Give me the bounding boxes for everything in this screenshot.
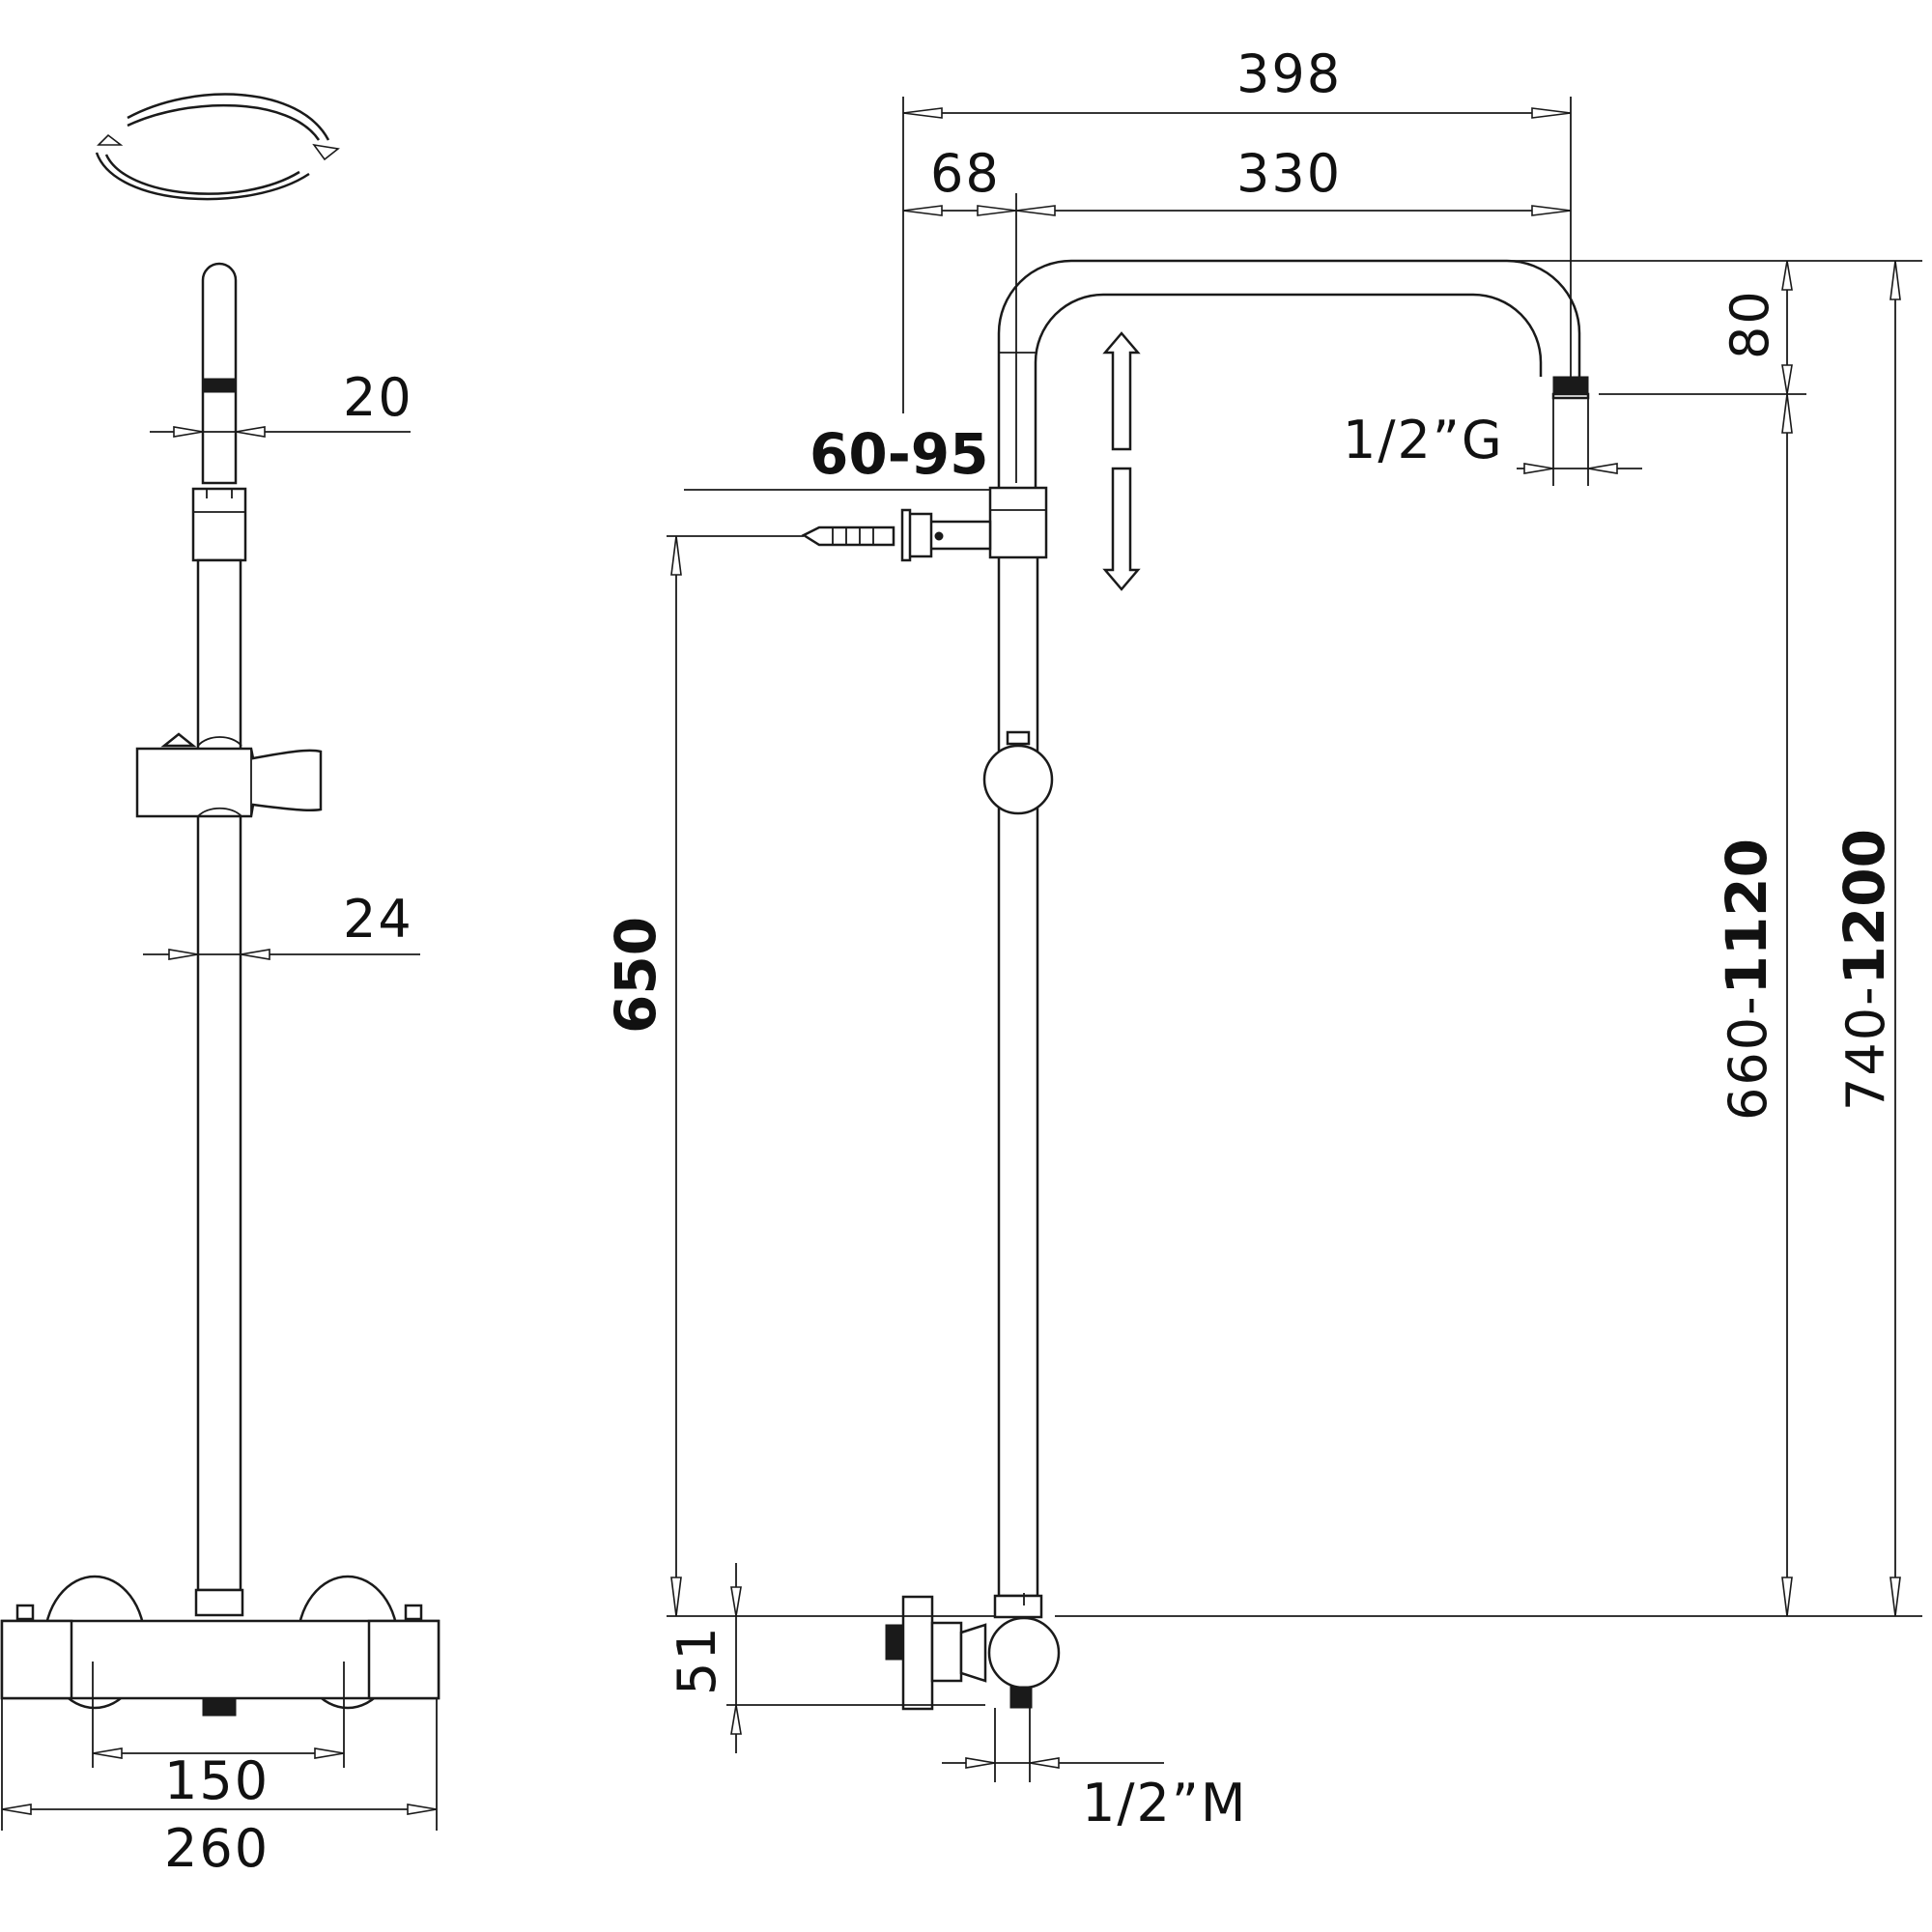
dim-330-label: 330 bbox=[1236, 143, 1342, 204]
dim-260-label: 260 bbox=[164, 1818, 270, 1879]
side-view: 398 68 330 80 1/ bbox=[603, 43, 1922, 1833]
dim-740-1200-label: 740-1200 bbox=[1832, 829, 1897, 1111]
dim-20: 20 bbox=[150, 367, 413, 438]
dim-660-prefix: 660- bbox=[1718, 994, 1778, 1121]
wall-bracket bbox=[801, 508, 992, 562]
height-adjust-arrow-icon bbox=[1102, 331, 1141, 591]
hand-shower-top bbox=[201, 262, 238, 485]
dim-740-prefix: 740- bbox=[1835, 984, 1896, 1111]
dim-outlet-thread-label: 1/2”G bbox=[1343, 410, 1504, 470]
dim-660-1120-label: 660-1120 bbox=[1714, 838, 1779, 1121]
upper-connector bbox=[191, 487, 247, 562]
dim-24: 24 bbox=[143, 889, 420, 960]
dim-740-1200: 740-1200 bbox=[1832, 260, 1901, 1617]
dim-51: 51 bbox=[667, 1563, 985, 1753]
dim-68-330: 68 330 bbox=[902, 143, 1572, 483]
dim-260: 260 bbox=[1, 1698, 438, 1879]
dim-150: 150 bbox=[92, 1747, 345, 1811]
riser-bar-side bbox=[997, 549, 1039, 1598]
dim-1120-bold: 1120 bbox=[1714, 838, 1779, 994]
dim-650: 650 bbox=[603, 535, 804, 1617]
ring-marker bbox=[202, 378, 237, 393]
slider-front bbox=[135, 732, 323, 818]
rotation-arrows-icon bbox=[95, 93, 340, 201]
dim-68-label: 68 bbox=[930, 143, 1001, 204]
dim-398-label: 398 bbox=[1236, 43, 1342, 104]
dim-650-label: 650 bbox=[603, 917, 668, 1034]
thermostatic-mixer-front bbox=[0, 1575, 440, 1768]
dim-60-95: 60-95 bbox=[684, 421, 990, 491]
dim-inlet-thread-label: 1/2”M bbox=[1082, 1773, 1247, 1833]
dim-outlet-thread: 1/2”G bbox=[1343, 398, 1642, 486]
dim-660-1120: 660-1120 bbox=[1714, 393, 1793, 1617]
dim-20-label: 20 bbox=[343, 367, 413, 428]
slider-side bbox=[982, 730, 1054, 815]
dim-80-label: 80 bbox=[1719, 289, 1780, 359]
dim-150-label: 150 bbox=[164, 1750, 270, 1811]
shower-arm bbox=[997, 259, 1590, 488]
riser-bar-front bbox=[196, 558, 242, 1592]
dim-80: 80 bbox=[1507, 260, 1922, 395]
front-view: 20 24 bbox=[0, 93, 440, 1879]
dim-398: 398 bbox=[902, 43, 1572, 413]
thermostatic-mixer-side bbox=[885, 1593, 1061, 1711]
dim-60-95-label: 60-95 bbox=[810, 421, 989, 487]
dim-1200-bold: 1200 bbox=[1832, 829, 1897, 984]
dim-inlet-thread: 1/2”M bbox=[942, 1708, 1247, 1833]
upper-collar-side bbox=[988, 486, 1048, 559]
dim-24-label: 24 bbox=[343, 889, 413, 950]
dim-51-label: 51 bbox=[667, 1625, 727, 1695]
